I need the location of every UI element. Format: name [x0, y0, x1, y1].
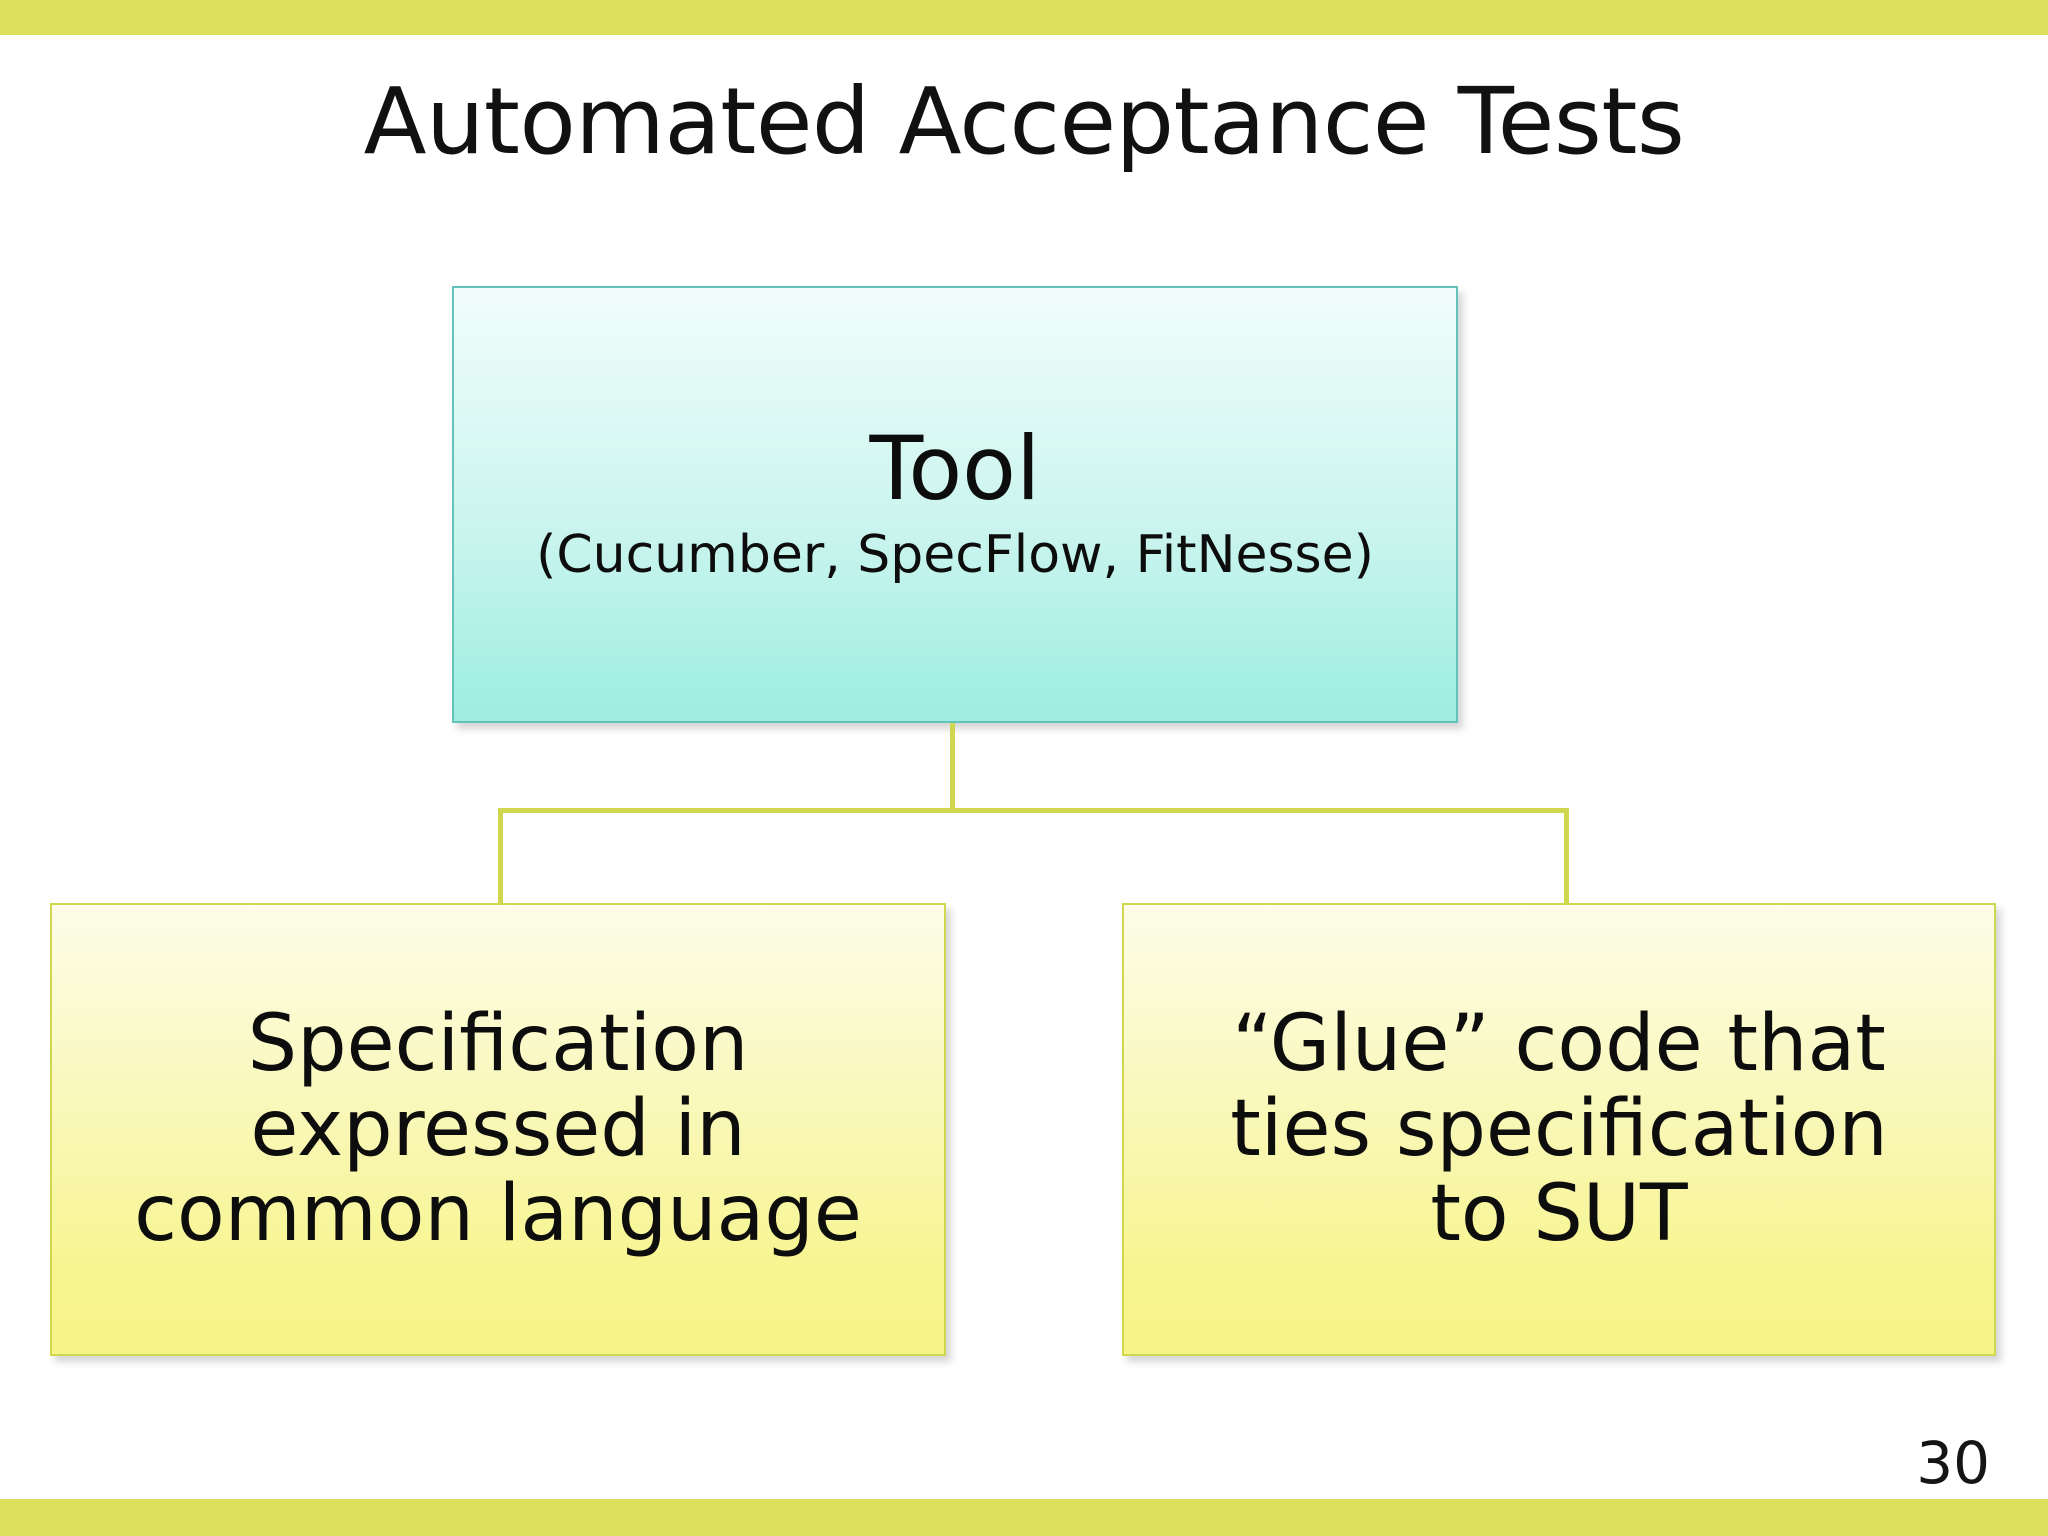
connector-horizontal-bar: [498, 808, 1569, 813]
page-title: Automated Acceptance Tests: [363, 68, 1685, 175]
node-specification-line-3: common language: [134, 1169, 862, 1259]
node-glue-code-line-2: ties specification: [1230, 1083, 1888, 1174]
bottom-accent-band: [0, 1499, 2048, 1536]
node-tool-subtitle: (Cucumber, SpecFlow, FitNesse): [536, 524, 1374, 585]
node-tool-title: Tool: [869, 416, 1041, 520]
diagram-node-specification[interactable]: Specification expressed in common langua…: [50, 903, 946, 1356]
node-glue-code-line-3: to SUT: [1430, 1169, 1688, 1259]
diagram-node-glue-code[interactable]: “Glue” code that ties specification to S…: [1122, 903, 1996, 1356]
connector-drop-left: [498, 808, 503, 905]
node-specification-line-1: Specification: [247, 998, 749, 1089]
diagram-node-tool[interactable]: Tool (Cucumber, SpecFlow, FitNesse): [452, 286, 1458, 723]
node-specification-line-2: expressed in: [250, 1083, 746, 1174]
page-number: 30: [1916, 1429, 1990, 1497]
node-glue-code-line-1: “Glue” code that: [1232, 998, 1886, 1089]
top-accent-band: [0, 0, 2048, 35]
connector-stem-vertical: [950, 723, 955, 812]
connector-drop-right: [1564, 808, 1569, 905]
